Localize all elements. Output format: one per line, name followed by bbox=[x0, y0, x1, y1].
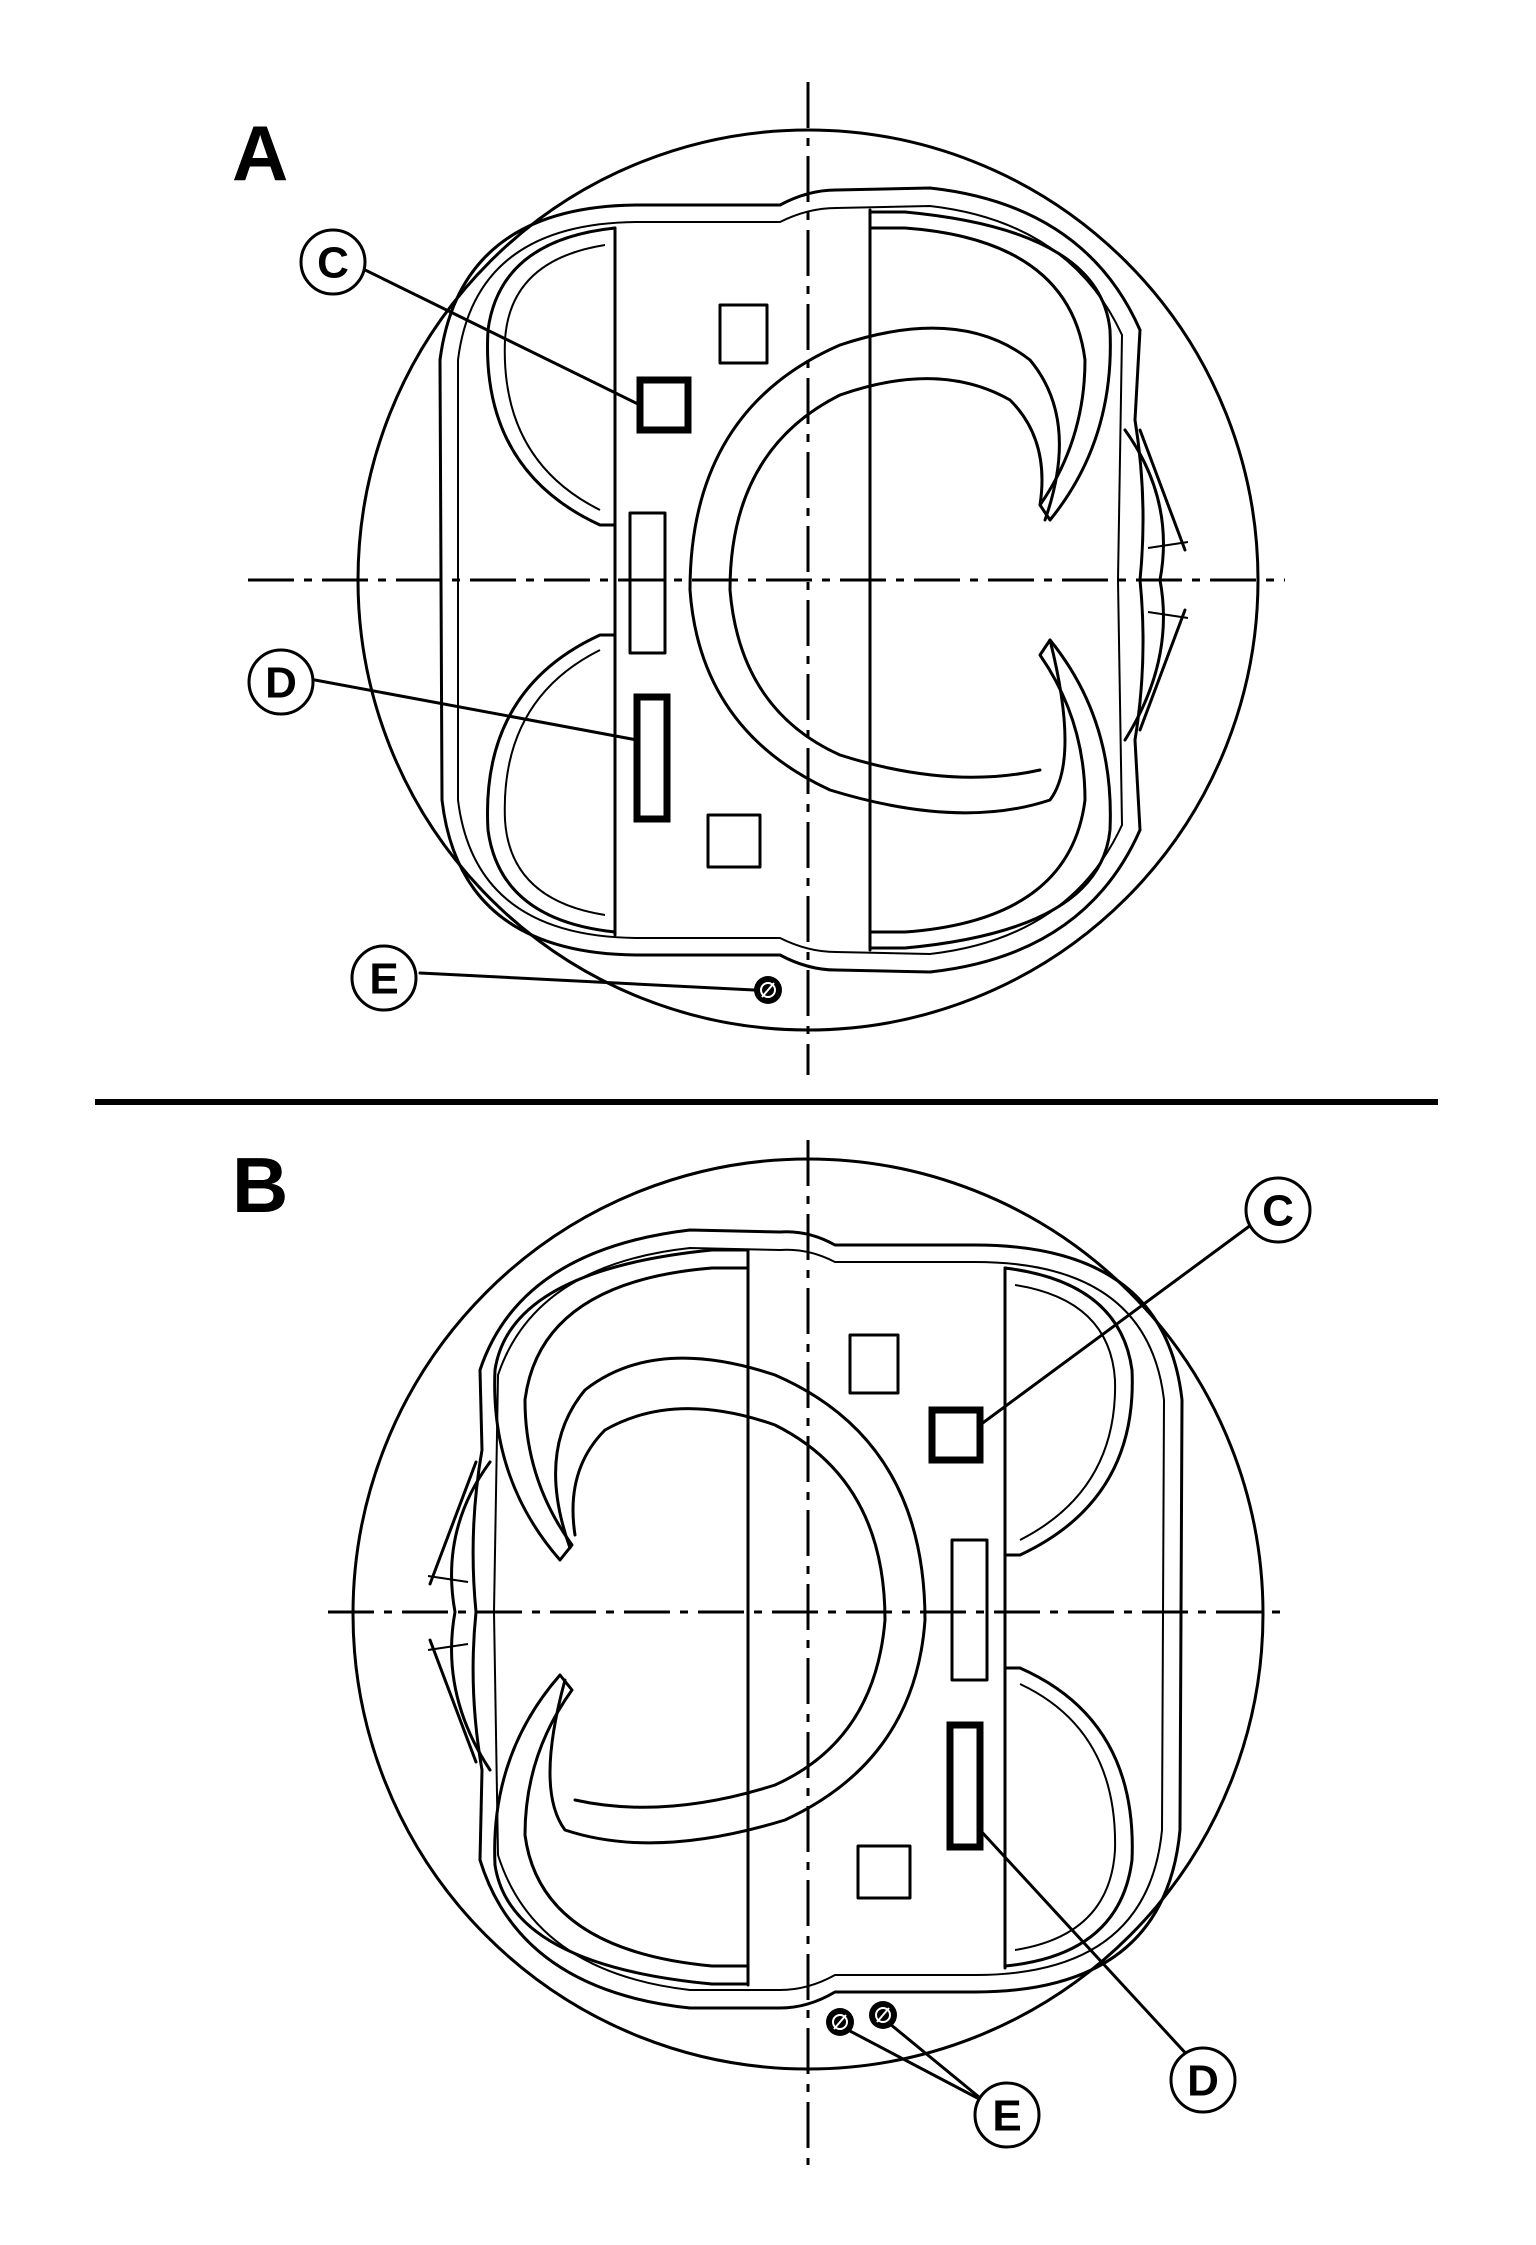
view-b-relief-outline-inner bbox=[492, 1246, 1166, 1991]
view-a-mark-d bbox=[633, 693, 671, 823]
view-b-callout-c: C bbox=[1244, 1176, 1312, 1244]
view-a: A bbox=[232, 82, 1285, 1075]
view-b-title: B bbox=[232, 1141, 288, 1229]
view-a-leader-d bbox=[313, 678, 639, 742]
view-a-relief-outline bbox=[438, 186, 1145, 974]
view-b: B bbox=[232, 1140, 1312, 2165]
view-a-square-mark-lower bbox=[706, 813, 762, 869]
view-a-lower-left-valve-relief bbox=[486, 633, 617, 934]
view-a-mark-c bbox=[636, 376, 692, 434]
view-a-callout-d: D bbox=[247, 648, 315, 716]
view-b-leader-d bbox=[978, 1828, 1192, 2060]
view-a-slot-mark bbox=[628, 511, 667, 655]
view-b-leader-e-1 bbox=[846, 2028, 987, 2104]
view-b-piston-crown bbox=[351, 1157, 1265, 2071]
view-b-mark-c bbox=[928, 1406, 984, 1464]
svg-text:C: C bbox=[317, 239, 349, 288]
view-a-callout-c: C bbox=[299, 228, 367, 296]
view-b-combustion-bowl bbox=[548, 1356, 927, 1845]
svg-text:E: E bbox=[369, 955, 398, 1004]
view-b-upper-right-valve-relief bbox=[1003, 1266, 1134, 1557]
svg-text:C: C bbox=[1262, 1187, 1294, 1236]
view-a-piston-crown bbox=[356, 128, 1260, 1032]
svg-text:D: D bbox=[265, 659, 297, 708]
view-b-upper-left-valve-relief bbox=[493, 1248, 750, 1562]
view-b-leader-e-2 bbox=[888, 2022, 987, 2104]
view-b-square-mark-lower bbox=[856, 1844, 912, 1900]
view-a-leader-e bbox=[418, 971, 756, 992]
view-a-upper-left-valve-relief bbox=[486, 226, 617, 527]
svg-text:D: D bbox=[1187, 2057, 1219, 2106]
view-b-mark-d bbox=[946, 1721, 984, 1851]
view-b-callout-d: D bbox=[1169, 2046, 1237, 2114]
view-a-square-mark-upper bbox=[718, 303, 769, 365]
view-a-upper-right-valve-relief bbox=[868, 210, 1112, 522]
svg-text:E: E bbox=[992, 2092, 1021, 2141]
view-b-relief-outline bbox=[471, 1228, 1184, 2010]
view-a-leader-c bbox=[353, 263, 642, 407]
view-a-callout-e: E bbox=[350, 944, 418, 1012]
view-b-square-mark-upper bbox=[848, 1333, 900, 1395]
view-a-lower-right-valve-relief bbox=[868, 638, 1112, 950]
view-a-relief-outline-inner bbox=[457, 204, 1124, 956]
view-b-lower-left-valve-relief bbox=[493, 1673, 750, 1986]
view-b-callout-e: E bbox=[973, 2081, 1041, 2149]
view-a-title: A bbox=[232, 109, 288, 197]
view-b-mark-e bbox=[826, 2001, 897, 2036]
view-b-leader-c bbox=[978, 1220, 1257, 1427]
view-b-lower-right-valve-relief bbox=[1003, 1666, 1134, 1968]
view-a-combustion-bowl bbox=[688, 326, 1067, 815]
view-b-slot-mark bbox=[950, 1538, 989, 1682]
